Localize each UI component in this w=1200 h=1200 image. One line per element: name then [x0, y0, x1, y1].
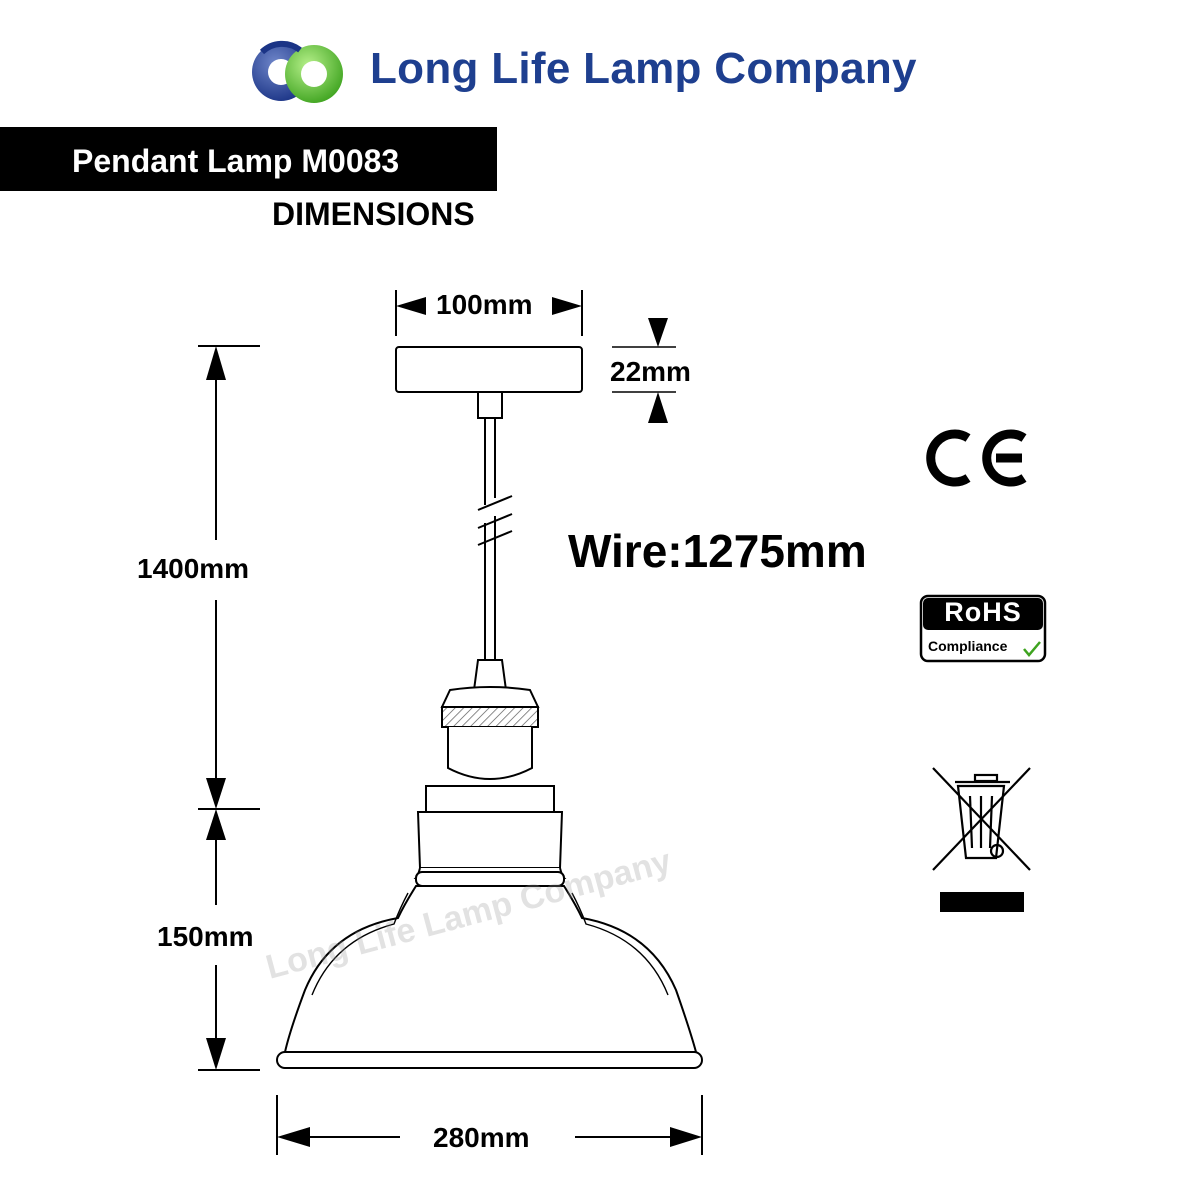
ce-mark-icon [926, 429, 1027, 487]
company-logo [252, 40, 343, 103]
cord-wire [477, 418, 513, 660]
lamp-holder [413, 659, 567, 887]
title-bar [0, 127, 497, 191]
total-height-label: 1400mm [137, 553, 250, 584]
shade-height-label: 150mm [157, 921, 254, 952]
company-name: Long Life Lamp Company [370, 44, 917, 93]
wire-length-label: Wire:1275mm [568, 525, 867, 577]
ceiling-canopy [395, 346, 583, 419]
total-height-dimension [198, 345, 260, 810]
shade-width-dimension [276, 1095, 703, 1155]
canopy-height-dimension [612, 318, 676, 423]
rohs-title: RoHS [944, 597, 1022, 627]
lamp-shade [276, 885, 703, 1069]
checkmark-icon [1023, 641, 1041, 657]
rohs-badge [919, 594, 1047, 663]
weee-bin-icon [932, 767, 1031, 912]
section-heading: DIMENSIONS [272, 196, 475, 232]
canopy-width-dimension [395, 290, 583, 336]
shade-width-label: 280mm [433, 1122, 530, 1153]
canopy-width-label: 100mm [436, 289, 533, 320]
rohs-subtitle: Compliance [928, 638, 1008, 654]
canopy-height-label: 22mm [610, 356, 691, 387]
product-title: Pendant Lamp M0083 [72, 143, 400, 179]
shade-height-dimension [198, 809, 260, 1071]
